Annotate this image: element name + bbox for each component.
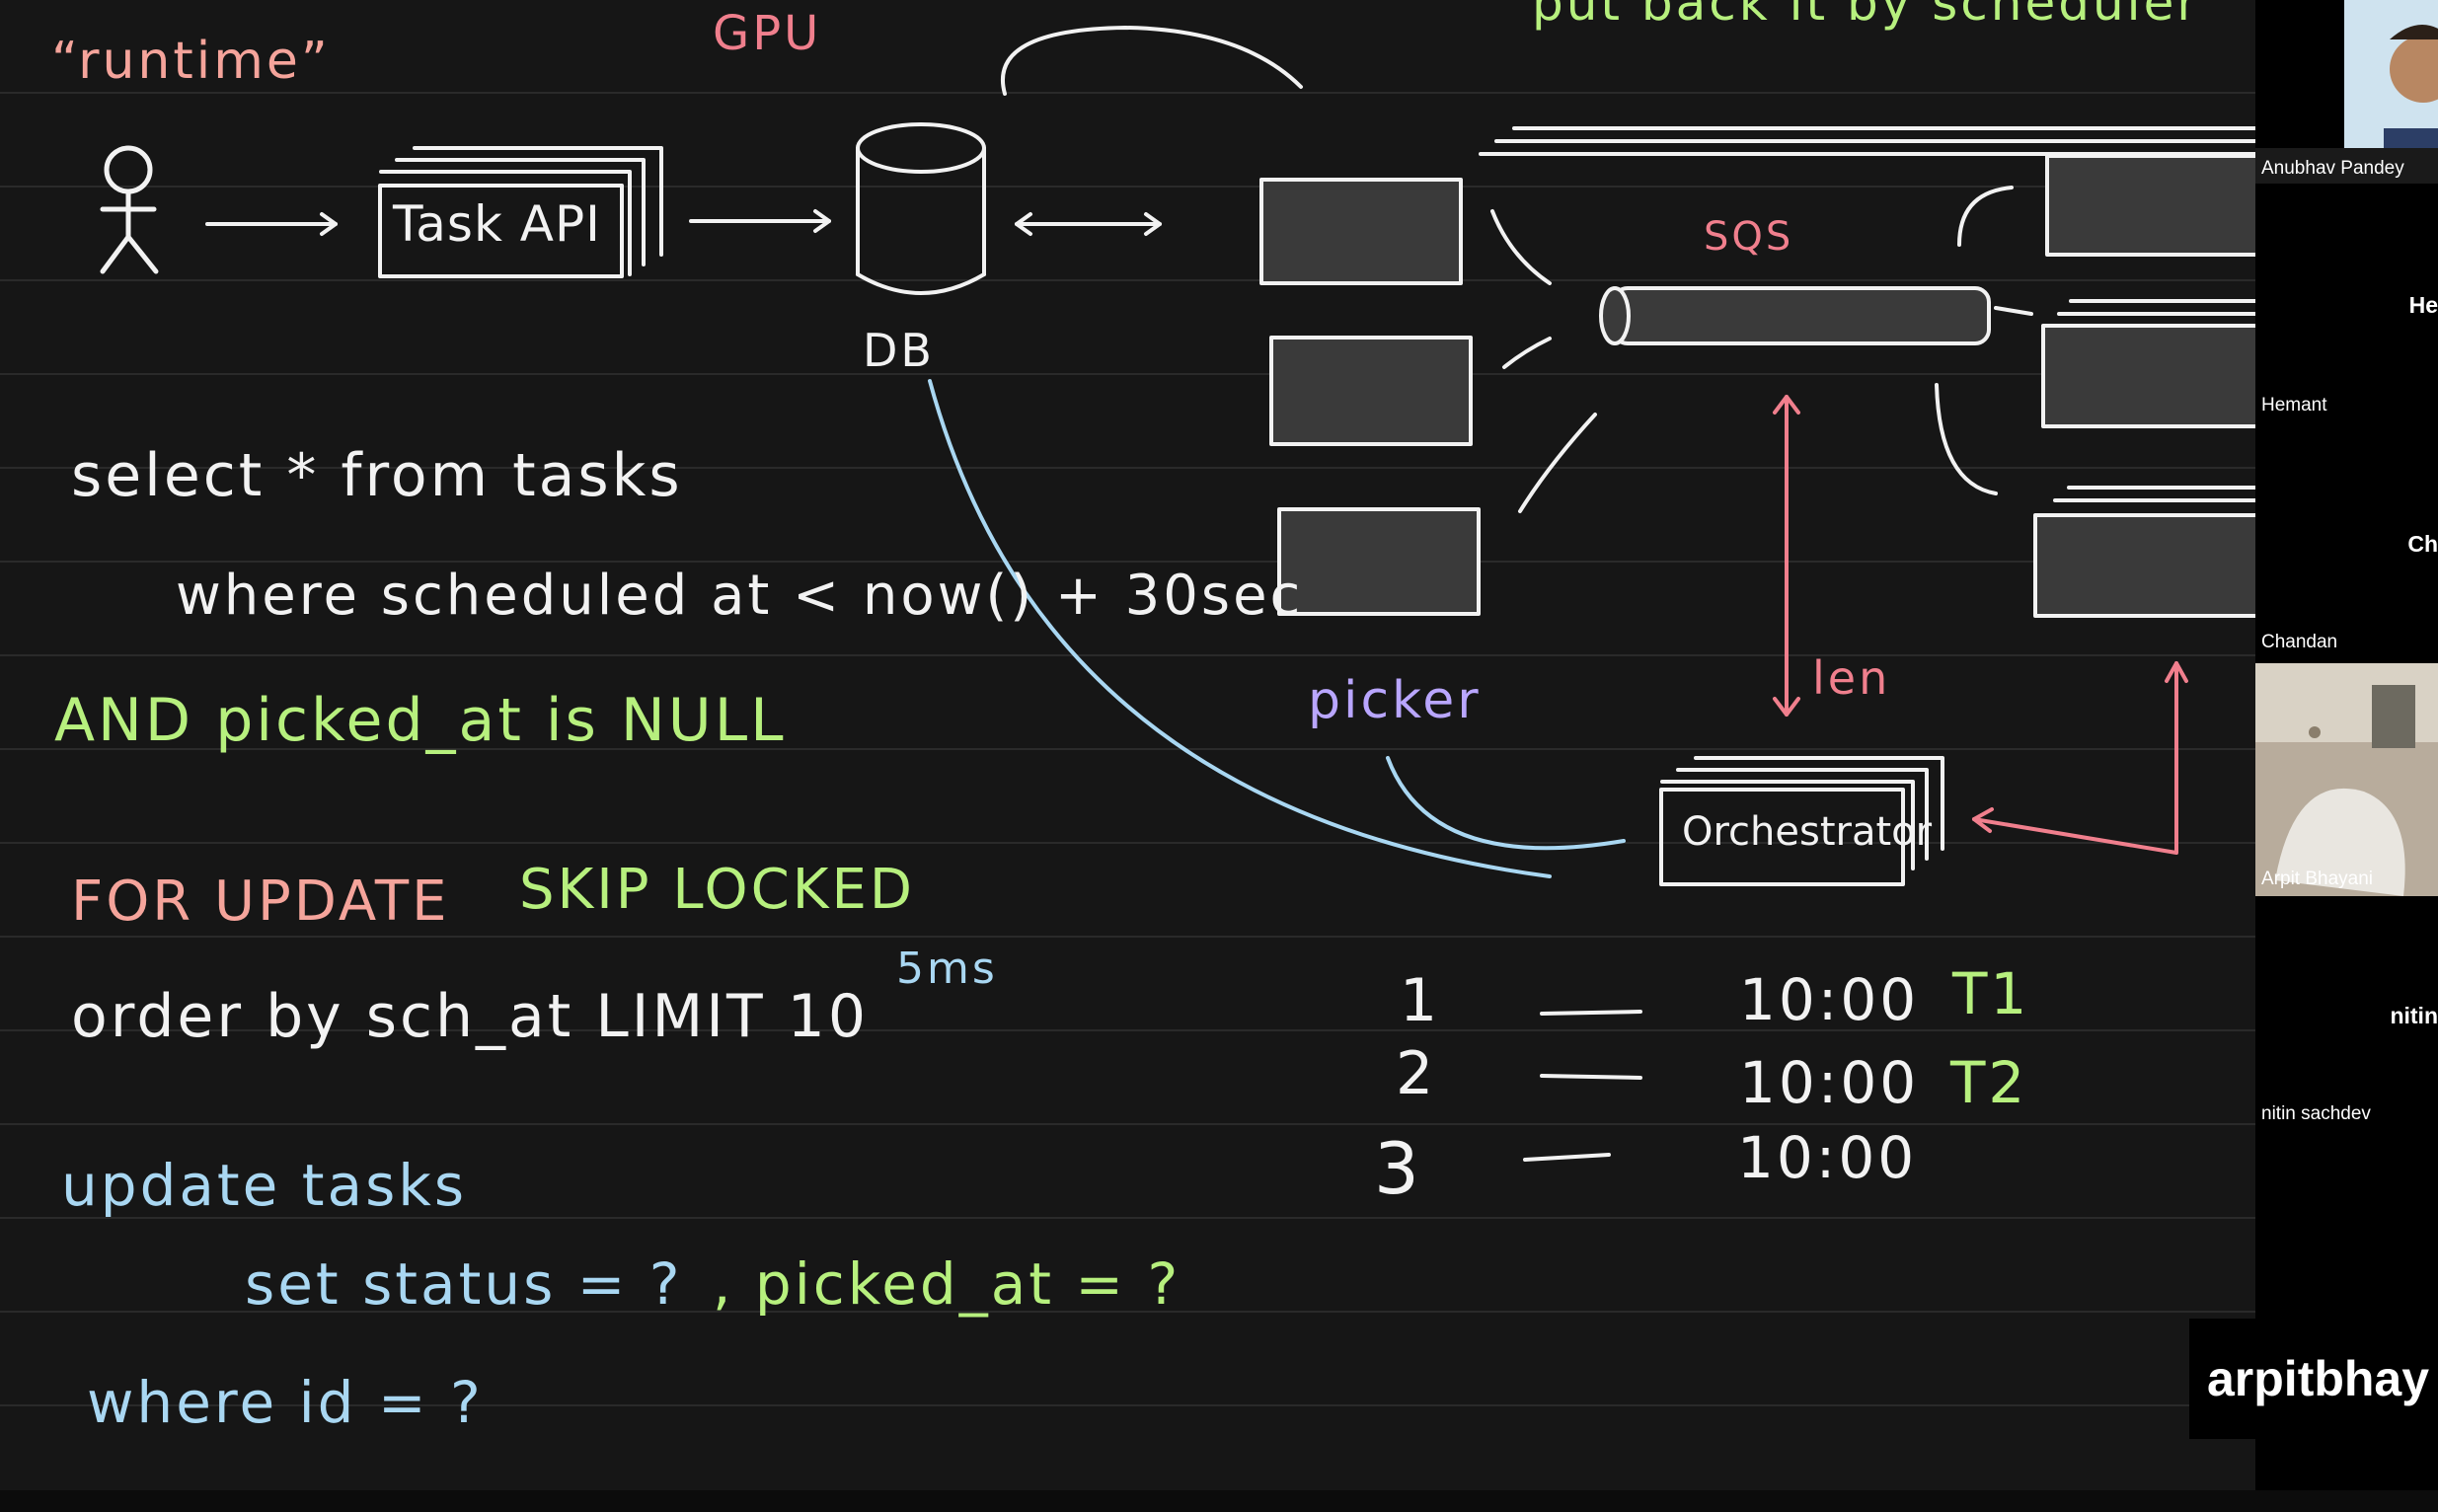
sql-5ms: 5ms [896,944,998,994]
sql-for-update: FOR UPDATE [71,869,450,934]
orchestrator-box [1659,756,1944,886]
participant-initials-chandan: Ch [2407,531,2438,557]
participant-tile-nitin[interactable]: nitin nitin sachdev [2255,947,2438,1145]
len-label: len [1812,651,1891,705]
table-row-1-task: T1 [1952,960,2030,1027]
participant-name-chandan: Chandan [2261,632,2338,652]
sql-and: AND picked_at is NULL [54,686,787,755]
sql-set-status: set status = ? [245,1250,683,1318]
participant-video-anubhav [2255,0,2438,184]
participant-name-nitin: nitin sachdev [2261,1103,2371,1124]
note-runtime: “runtime” [51,32,331,91]
task-api-label: Task API [393,195,601,253]
sql-update: update tasks [61,1152,468,1219]
bottom-bar [0,1490,2438,1512]
table-row-2-num: 2 [1396,1039,1437,1108]
sql-select: select * from tasks [71,441,683,510]
consumer-connectors [1935,186,2033,495]
table-row-3-time: 10:00 [1737,1124,1918,1191]
user-figure-icon [100,145,159,274]
arrow-api-to-db [689,209,831,233]
sqs-label: SQS [1704,214,1794,260]
table-row-2-time: 10:00 [1739,1049,1920,1116]
table-row-2-task: T2 [1950,1049,2028,1116]
whiteboard-canvas[interactable]: “runtime” GPU put back it by scheduler T… [0,0,2255,1490]
table-row-3-num: 3 [1374,1127,1422,1210]
participant-tile-chandan[interactable]: Ch Chandan [2255,454,2438,652]
sql-set-picked: , picked_at = ? [713,1250,1181,1318]
worker-boxes-left [1259,178,1481,616]
participant-tile-hemant[interactable]: He Hemant [2255,217,2438,416]
db-label: DB [863,324,935,377]
consumer-boxes-right [1479,126,2255,618]
table-dashes [1523,1010,1642,1162]
participant-name-hemant: Hemant [2261,395,2327,416]
diagram-ink [100,26,2255,1162]
database-icon [856,122,986,295]
sql-skip-locked: SKIP LOCKED [519,858,915,922]
sql-where: where scheduled at < now() + 30sec [176,564,1304,628]
note-put-back: put back it by scheduler [1532,0,2200,32]
picker-curve [1386,756,1626,851]
participant-video-arpit [2255,663,2438,896]
db-to-orchestrator-curve [928,379,1552,878]
participant-tile-anubhav[interactable]: Anubhav Pandey [2255,0,2438,184]
orchestrator-label: Orchestrator [1682,809,1933,855]
orchestrator-to-consumer-arrow [1972,661,2188,855]
participant-initials-nitin: nitin [2390,1003,2438,1028]
participant-name-anubhav: Anubhav Pandey [2261,158,2404,179]
table-row-1-time: 10:00 [1739,966,1920,1033]
sql-order-by: order by sch_at LIMIT 10 [71,982,870,1051]
participant-initials-hemant: He [2408,292,2438,318]
picker-label: picker [1308,671,1482,730]
top-arc [1001,26,1303,96]
task-api-box [378,146,663,278]
note-gpu: GPU [713,6,822,61]
worker-connectors [1490,209,1597,513]
arrow-user-to-api [205,212,338,236]
len-arrow [1773,395,1800,717]
participant-tile-arpit[interactable]: Arpit Bhayani [2255,663,2438,896]
sqs-queue [1599,286,1991,345]
table-row-1-num: 1 [1400,966,1441,1035]
arrow-db-workers [1015,212,1162,236]
sql-where-id: where id = ? [87,1369,484,1436]
participants-sidebar: Anubhav Pandey He Hemant Ch Chandan Arpi… [2255,0,2438,1490]
channel-watermark: arpitbhay [2189,1319,2438,1439]
participant-name-arpit: Arpit Bhayani [2261,869,2374,889]
